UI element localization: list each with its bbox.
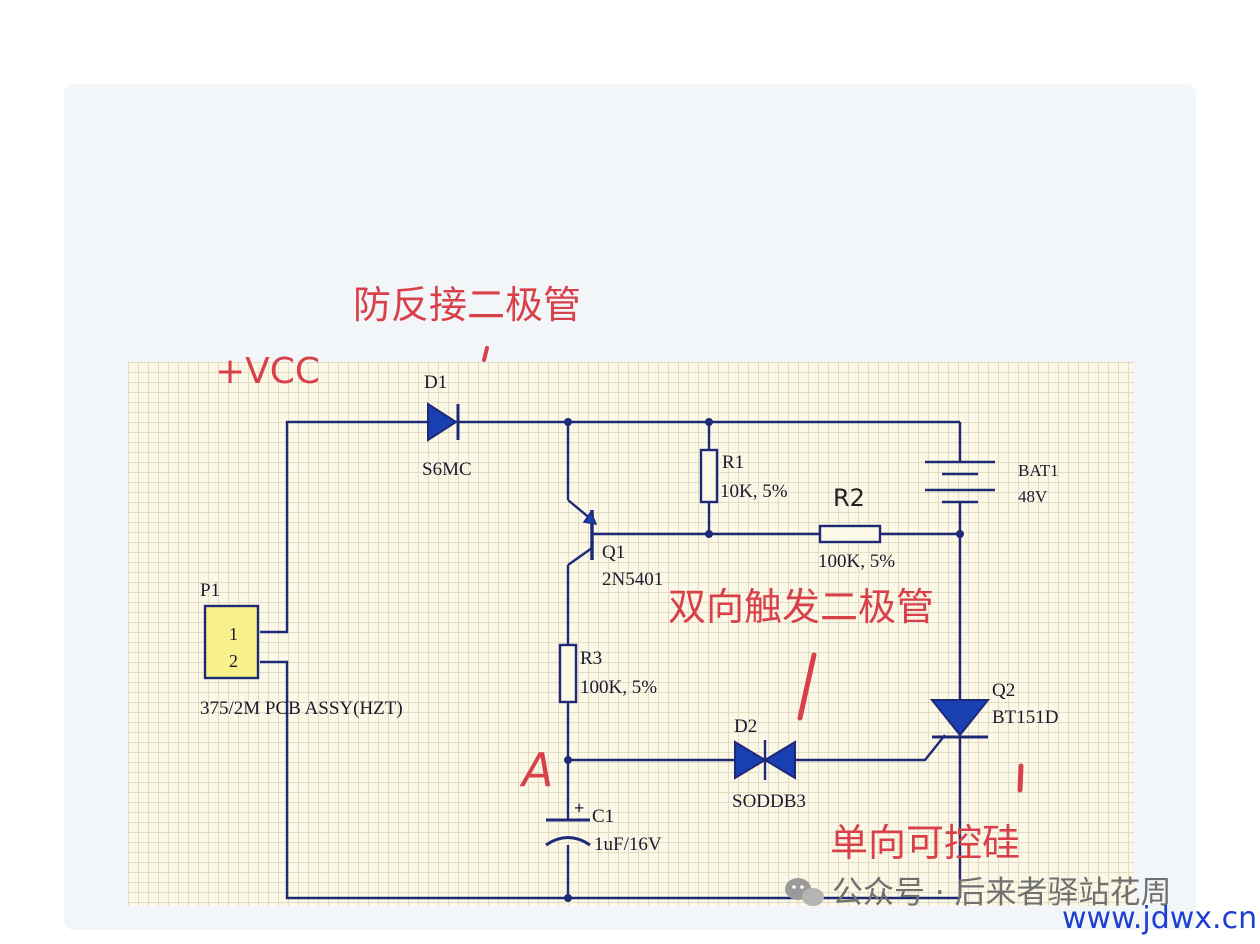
r1-value: 10K, 5% [720,481,788,502]
p1-description: 375/2M PCB ASSY(HZT) [200,698,403,719]
watermark-url: www.jdwx.cn [1062,901,1257,936]
watermark: 公众号 · 后来者驿站花周 www.jdwx.cn [785,875,1257,936]
capacitor-c1: + C1 1uF/16V [545,798,662,855]
r1-ref: R1 [722,452,744,473]
wires [260,420,962,900]
c1-ref: C1 [592,806,614,827]
node-a-label: A [519,743,553,797]
r3-value: 100K, 5% [580,677,657,698]
r2-handwritten-label: R2 [833,484,865,512]
schematic-grid-background [128,362,1134,906]
c1-value: 1uF/16V [594,834,662,855]
d2-ref: D2 [734,716,757,737]
bidirectional-trigger-diode-note: 双向触发二极管 [668,585,934,629]
p1-ref: P1 [200,580,220,601]
d1-value: S6MC [422,459,472,480]
transistor-q1: Q1 2N5401 [567,499,663,590]
q2-value: BT151D [992,707,1059,728]
watermark-text: 公众号 · 后来者驿站花周 [832,875,1172,911]
r2-value: 100K, 5% [818,551,895,572]
p1-pin-1: 1 [229,624,238,644]
handwritten-annotations: +VCC 防反接二极管 双向触发二极管 单向可控硅 A [215,283,1024,865]
d1-ref: D1 [424,372,447,393]
resistor-r1: R1 10K, 5% [699,448,788,504]
bat1-ref: BAT1 [1018,461,1059,480]
vcc-label: +VCC [215,351,320,392]
note-stroke-d2 [797,652,817,721]
junction-dots [564,418,964,902]
q1-ref: Q1 [602,542,625,563]
r3-ref: R3 [580,648,602,669]
resistor-r2: 100K, 5% R2 [818,484,895,572]
d2-value: SODDB3 [732,791,806,812]
unidirectional-scr-note: 单向可控硅 [830,821,1020,865]
anti-reverse-diode-note: 防反接二极管 [353,283,581,327]
note-tick-q2 [1017,763,1024,793]
diac-d2: D2 SODDB3 [732,716,806,812]
p1-pin-2: 2 [229,651,238,671]
c1-polarity: + [574,798,584,818]
battery-bat1: BAT1 48V [925,460,1059,510]
wechat-icon [785,878,824,906]
note-tick-d1 [482,346,489,362]
bat1-value: 48V [1018,487,1048,506]
wire-bottom-left [260,660,960,900]
wire-vcc-left [260,420,428,634]
connector-p1: P1 1 2 375/2M PCB ASSY(HZT) [200,580,403,719]
resistor-r3: R3 100K, 5% [558,643,657,704]
q2-ref: Q2 [992,680,1015,701]
diode-d1: D1 S6MC [422,372,472,480]
q1-value: 2N5401 [602,569,663,590]
scr-q2: Q2 BT151D [929,680,1059,739]
